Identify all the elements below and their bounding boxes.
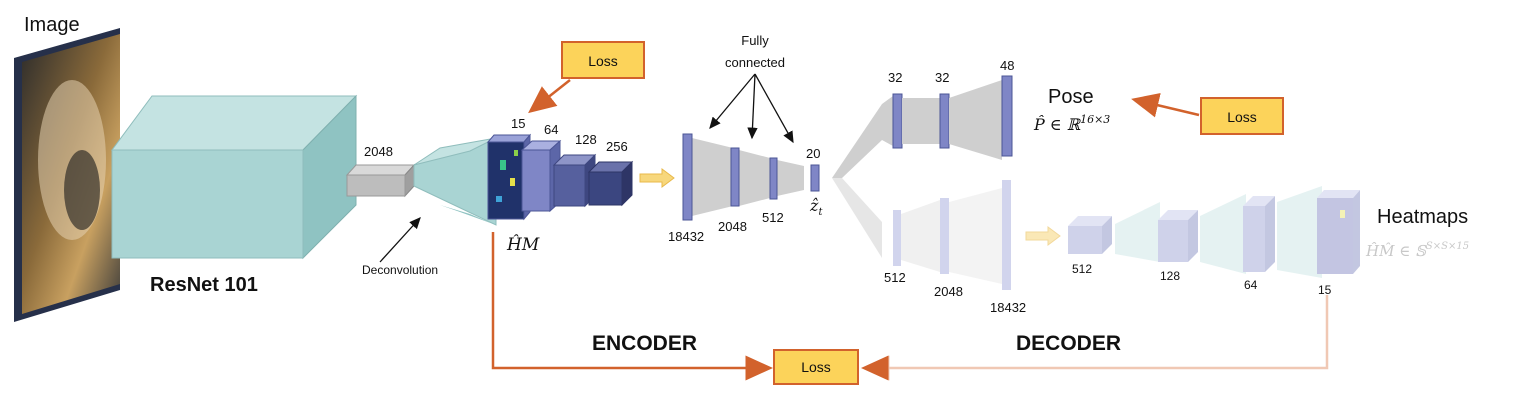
deconv-label: Deconvolution <box>362 263 438 277</box>
heatmap-fc-size-18432: 18432 <box>990 300 1026 315</box>
heatmap-channels-256: 256 <box>606 139 628 154</box>
heatmap-channels-64: 64 <box>544 122 558 137</box>
fc-encoder <box>682 133 820 221</box>
heatmap-conv-size-512: 512 <box>1072 262 1092 276</box>
loss-arrow-heatmap <box>528 79 571 114</box>
loss-box-heatmap: Loss <box>561 41 645 79</box>
pose-size-1: 32 <box>888 70 902 85</box>
heatmap-fc-decoder <box>893 180 1011 290</box>
heatmap-channels-128: 128 <box>575 132 597 147</box>
input-label: Image <box>24 14 80 36</box>
fc-size-512: 512 <box>762 210 784 225</box>
heatmaps-formula: ĤM̂ ∈ 𝕊S×S×15 <box>1365 241 1469 260</box>
pose-decoder <box>882 75 1013 160</box>
fc-size-2048: 2048 <box>718 219 747 234</box>
resnet-block <box>111 94 358 260</box>
fc-arrow-right <box>754 73 794 144</box>
pose-formula: P̂ ∈ ℝ16×3 <box>1033 113 1110 134</box>
latent-size: 20 <box>806 146 820 161</box>
branch-up <box>832 104 882 178</box>
fc-arrow-left <box>709 73 756 129</box>
loss-label-heatmap: Loss <box>588 53 618 69</box>
heatmap-symbol: ĤM <box>506 234 540 255</box>
input-image <box>14 28 120 322</box>
fc-label-line2: connected <box>725 55 785 70</box>
fc-arrow-mid <box>747 73 758 140</box>
loss-label-bottom: Loss <box>801 359 831 375</box>
latent-symbol: ẑt <box>809 196 823 218</box>
heatmap-fc-size-512: 512 <box>884 270 906 285</box>
heatmaps-title: Heatmaps <box>1377 206 1468 228</box>
fc-label-line1: Fully <box>741 33 769 48</box>
deconv-arrow <box>379 217 421 263</box>
decoder-label: DECODER <box>1016 332 1121 355</box>
loss-label-pose: Loss <box>1227 109 1257 125</box>
heatmap-block-256 <box>587 160 634 207</box>
resnet-label: ResNet 101 <box>150 274 258 296</box>
heatmap-conv-size-128: 128 <box>1160 269 1180 283</box>
fc-size-18432: 18432 <box>668 229 704 244</box>
pose-size-2: 32 <box>935 70 949 85</box>
pose-title: Pose <box>1048 86 1094 108</box>
encoder-loss-line <box>491 232 773 381</box>
resnet-out-size: 2048 <box>364 144 393 159</box>
deconvolution-block <box>413 137 497 226</box>
feature-block-2048 <box>345 163 416 198</box>
heatmap-conv-size-64: 64 <box>1244 278 1258 292</box>
encoder-label: ENCODER <box>592 332 697 355</box>
loss-box-bottom: Loss <box>773 349 859 385</box>
heatmap-fc-size-2048: 2048 <box>934 284 963 299</box>
heatmap-conv-decoder <box>1068 186 1360 278</box>
pose-size-3: 48 <box>1000 58 1014 73</box>
branch-down <box>832 178 882 258</box>
yellow-arrow-decoder <box>1025 226 1061 246</box>
heatmap-channels-15: 15 <box>511 116 525 131</box>
decoder-loss-line <box>862 295 1329 381</box>
loss-box-pose: Loss <box>1200 97 1284 135</box>
loss-arrow-pose <box>1131 93 1200 118</box>
heatmap-conv-size-15: 15 <box>1318 283 1332 297</box>
yellow-arrow <box>639 168 675 188</box>
